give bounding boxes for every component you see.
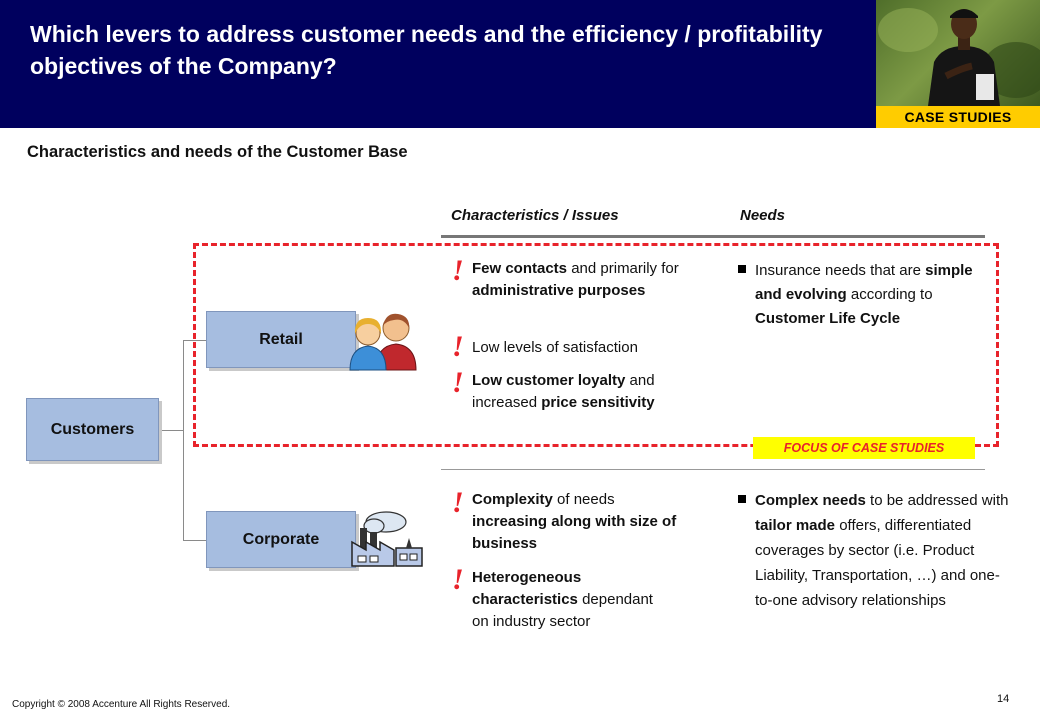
connector bbox=[183, 540, 207, 541]
connector bbox=[183, 340, 207, 341]
header-band bbox=[0, 0, 876, 128]
text-bold: simple and evolving bbox=[755, 262, 973, 303]
text-bold: Complexity bbox=[472, 491, 553, 508]
needs-column-header: Needs bbox=[740, 207, 786, 224]
text: dependant on industry sector bbox=[472, 591, 653, 630]
retail-need: Insurance needs that are simple and evol… bbox=[755, 259, 975, 331]
text-bold: Customer Life Cycle bbox=[755, 310, 901, 327]
page-title: Which levers to address customer needs a… bbox=[30, 21, 823, 79]
text-bold: Low customer loyalty bbox=[472, 372, 626, 389]
warning-exclamation-icon: ! bbox=[452, 486, 464, 519]
text: of needs bbox=[552, 491, 615, 508]
corporate-node: Corporate bbox=[206, 511, 356, 568]
column-header-rule bbox=[441, 235, 985, 238]
warning-exclamation-icon: ! bbox=[452, 563, 464, 596]
connector bbox=[183, 340, 184, 540]
text: and primarily for bbox=[567, 260, 679, 277]
text: and increased bbox=[472, 372, 655, 411]
factory-icon bbox=[351, 511, 423, 567]
section-subtitle: Characteristics and needs of the Custome… bbox=[27, 143, 408, 161]
connector bbox=[159, 430, 183, 431]
text: Insurance needs that are bbox=[755, 262, 926, 279]
text-bold: administrative purposes bbox=[472, 282, 646, 299]
focus-dashed-box bbox=[193, 243, 999, 447]
section-divider bbox=[441, 469, 985, 470]
bullet-icon bbox=[738, 495, 746, 503]
warning-exclamation-icon: ! bbox=[452, 366, 464, 399]
characteristics-column-header: Characteristics / Issues bbox=[451, 207, 619, 224]
page-number: 14 bbox=[997, 693, 1010, 705]
retail-node-label: Retail bbox=[259, 330, 303, 348]
customers-node-label: Customers bbox=[50, 420, 135, 438]
case-study-photo bbox=[876, 0, 1040, 106]
case-studies-badge: CASE STUDIES bbox=[876, 106, 1040, 128]
retail-characteristic-3: Low customer loyalty and increased price… bbox=[472, 370, 712, 414]
text-bold: price sensitivity bbox=[541, 394, 655, 411]
text: according to bbox=[846, 286, 933, 303]
copyright-notice: Copyright © 2008 Accenture All Rights Re… bbox=[12, 699, 231, 710]
warning-exclamation-icon: ! bbox=[452, 330, 464, 363]
warning-exclamation-icon: ! bbox=[452, 254, 464, 287]
bullet-icon bbox=[738, 265, 746, 273]
customers-node: Customers bbox=[26, 398, 159, 461]
text: to be addressed with bbox=[865, 492, 1009, 509]
corporate-need: Complex needs to be addressed with tailo… bbox=[755, 488, 1017, 613]
retail-node: Retail bbox=[206, 311, 356, 368]
golfer-image bbox=[878, 8, 1040, 106]
text-bold: Complex needs bbox=[755, 492, 866, 509]
text: offers, differentiated coverages by sect… bbox=[755, 517, 1000, 609]
people-icon bbox=[349, 313, 417, 371]
corporate-characteristic-2: Heterogeneous characteristics dependant … bbox=[472, 567, 672, 633]
text-bold: Heterogeneous characteristics bbox=[472, 569, 582, 608]
retail-characteristic-2: Low levels of satisfaction bbox=[472, 339, 638, 356]
corporate-node-label: Corporate bbox=[242, 530, 320, 548]
corporate-characteristic-1: Complexity of needs increasing along wit… bbox=[472, 489, 682, 555]
text-bold: Few contacts bbox=[472, 260, 568, 277]
focus-label: FOCUS OF CASE STUDIES bbox=[753, 437, 975, 459]
retail-characteristic-1: Few contacts and primarily for administr… bbox=[472, 258, 712, 302]
text-bold: tailor made bbox=[755, 517, 836, 534]
text-bold: increasing along with size of business bbox=[472, 513, 677, 552]
